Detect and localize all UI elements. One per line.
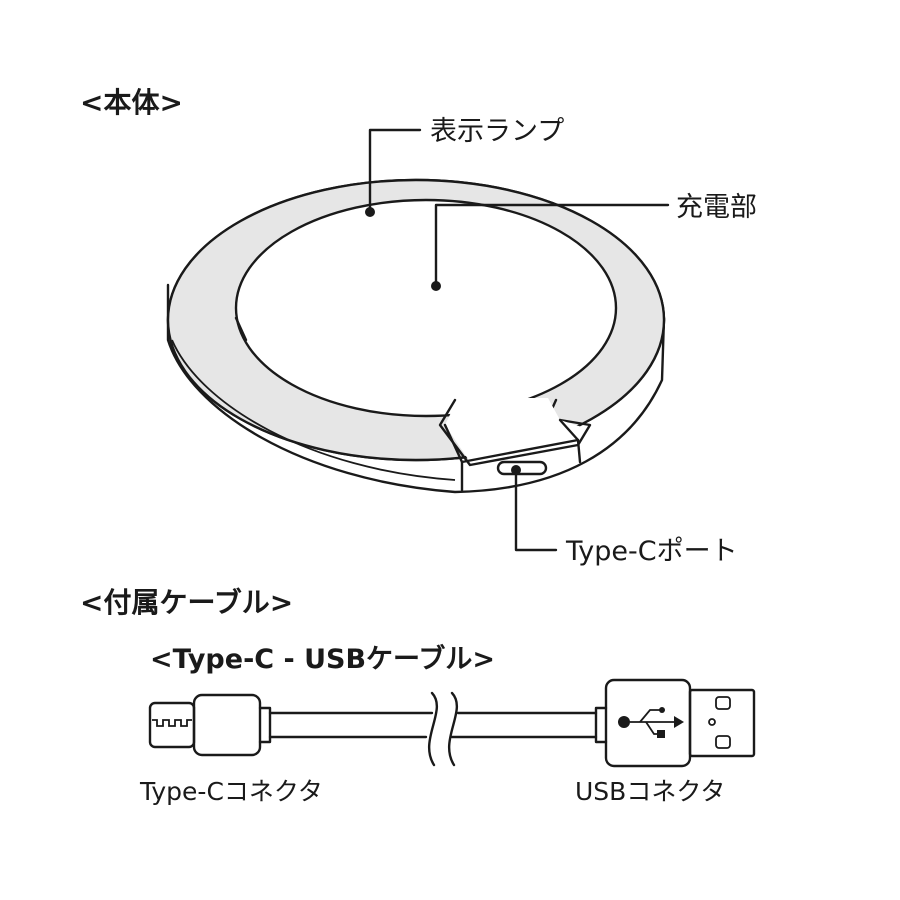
charging-area-label: 充電部: [676, 192, 757, 223]
usb-plug-metal: [688, 688, 756, 758]
cable-break-right: [447, 691, 459, 767]
usb-plug-dot: [708, 718, 716, 726]
typec-port-label: Type-Cポート: [565, 536, 738, 567]
typec-connector-label: Type-Cコネクタ: [139, 777, 323, 806]
typec-strain-relief: [258, 706, 272, 744]
charger-body: [166, 178, 666, 494]
callout-indicator-lamp: 表示ランプ: [365, 116, 564, 217]
typec-plug-pins: [152, 719, 192, 727]
notch-front-edge: [460, 438, 580, 464]
usb-symbol-icon: [618, 707, 684, 738]
charger-ring: [167, 179, 664, 461]
callout-typec-port: Type-Cポート: [511, 465, 738, 567]
callout-charging-area: 充電部: [431, 192, 757, 291]
side-inner-line: [171, 339, 456, 481]
charging-area-leader: [434, 203, 670, 288]
cable-left-segment: [268, 711, 434, 739]
usb-plug-hole-bottom: [715, 735, 731, 749]
indicator-lamp-leader: [368, 128, 422, 214]
charger-side-wall: [166, 283, 666, 494]
cable-break-left: [427, 691, 439, 767]
usb-connector-label: USBコネクタ: [575, 777, 725, 806]
cable-subheading: <Type-C - USBケーブル>: [150, 643, 495, 675]
indicator-lamp-label: 表示ランプ: [430, 116, 564, 147]
charging-area-surface: [234, 198, 618, 418]
cable-illustration: [148, 678, 756, 768]
charger-outer-edge: [166, 178, 666, 462]
typec-port-slot: [496, 460, 548, 476]
typec-port-leader: [514, 468, 558, 552]
usb-plug-hole-top: [715, 696, 731, 710]
typec-housing: [192, 693, 262, 757]
cable-section-heading: <付属ケーブル>: [80, 586, 293, 619]
body-section-heading: <本体>: [80, 86, 183, 119]
cable-right-segment: [450, 711, 598, 739]
usb-strain-relief: [594, 706, 608, 744]
